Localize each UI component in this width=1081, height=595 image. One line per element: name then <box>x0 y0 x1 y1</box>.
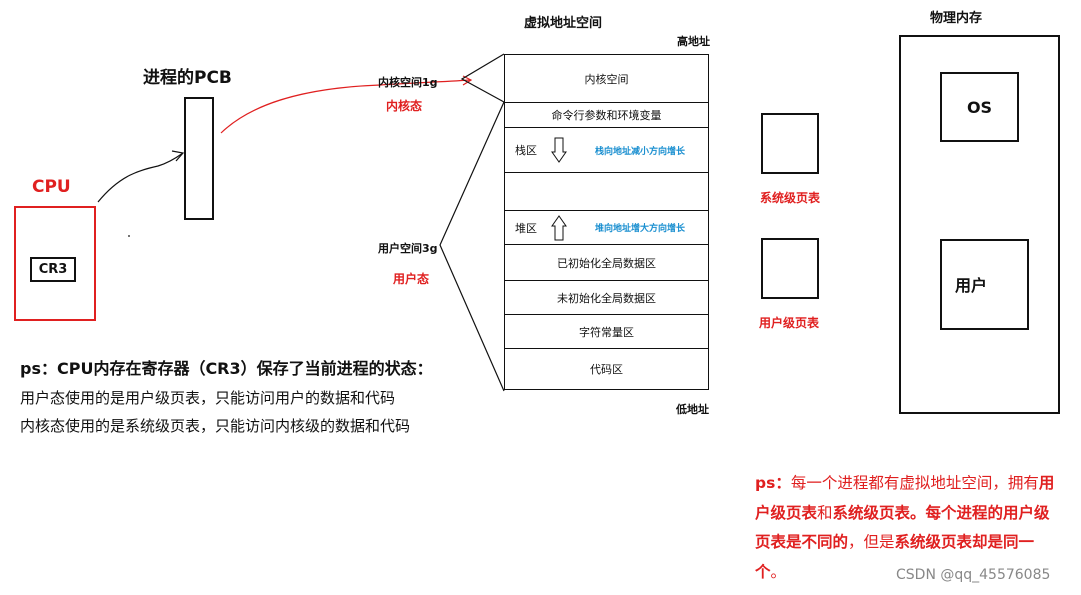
kernel-space-label: 内核空间1g <box>378 76 438 89</box>
cpu-label: CPU <box>32 177 71 197</box>
user-space-label: 用户空间3g <box>378 242 438 255</box>
system-page-table-box <box>761 113 819 174</box>
pcb-to-kernel-arrow <box>220 79 471 134</box>
ps-text-5: ，但是 <box>848 533 895 551</box>
segment-cmdline-env: 命令行参数和环境变量 <box>505 103 708 128</box>
note-line-3: 内核态使用的是系统级页表，只能访问内核级的数据和代码 <box>20 417 411 435</box>
segment-data-init: 已初始化全局数据区 <box>505 245 708 281</box>
segment-bss: 未初始化全局数据区 <box>505 281 708 315</box>
va-space-title: 虚拟地址空间 <box>524 16 603 31</box>
cpu-to-pcb-arrow <box>97 152 184 203</box>
note-line-1: ps：CPU内存在寄存器（CR3）保存了当前进程的状态： <box>20 359 433 378</box>
segment-code: 代码区 <box>505 349 708 389</box>
ps-note: ps：每一个进程都有虚拟地址空间，拥有用户级页表和系统级页表。每个进程的用户级页… <box>755 469 1055 587</box>
ps-prefix: ps： <box>755 474 791 492</box>
segment-rodata: 字符常量区 <box>505 315 708 349</box>
segment-stack-label: 栈区 <box>515 144 537 157</box>
user-page-table-label: 用户级页表 <box>759 316 820 330</box>
down-arrow-icon <box>551 137 567 163</box>
user-page-table-box <box>761 238 819 299</box>
ps-text-1: 每一个进程都有虚拟地址空间，拥有 <box>790 474 1039 492</box>
user-region <box>940 239 1029 330</box>
ps-text-7: 。 <box>770 562 787 581</box>
segment-cmdline-env-label: 命令行参数和环境变量 <box>551 109 662 122</box>
physical-memory-box <box>899 35 1060 414</box>
ps-text-4: 系统级页表。每个进程的用户级页表是不同的 <box>755 503 1050 552</box>
pcb-label: 进程的PCB <box>143 68 232 88</box>
segment-heap-label: 堆区 <box>515 221 537 235</box>
segment-code-label: 代码区 <box>590 363 623 376</box>
pcb-box <box>184 97 214 220</box>
physical-memory-title: 物理内存 <box>930 11 983 26</box>
high-address-label: 高地址 <box>677 35 710 48</box>
cpu-box <box>14 206 96 321</box>
user-bracket <box>439 101 505 392</box>
user-mode-label: 用户态 <box>393 272 430 286</box>
kernel-bracket <box>460 53 505 103</box>
kernel-mode-label: 内核态 <box>386 99 423 113</box>
segment-stack: 栈区 栈向地址减小方向增长 <box>505 128 708 173</box>
segment-heap: 堆区 堆向地址增大方向增长 <box>505 211 708 245</box>
va-space-stack: 内核空间 命令行参数和环境变量 栈区 栈向地址减小方向增长 堆区 堆向地址增大方… <box>504 54 709 390</box>
stack-growth-note: 栈向地址减小方向增长 <box>595 146 686 157</box>
os-region: OS <box>940 72 1019 142</box>
low-address-label: 低地址 <box>676 403 709 416</box>
watermark: CSDN @qq_45576085 <box>896 567 1051 583</box>
segment-data-init-label: 已初始化全局数据区 <box>557 256 656 270</box>
segment-kernel: 内核空间 <box>505 55 708 103</box>
segment-gap <box>505 173 708 211</box>
ps-text-6: 系统级页表却是同一个 <box>755 533 1035 581</box>
segment-rodata-label: 字符常量区 <box>579 325 634 339</box>
system-page-table-label: 系统级页表 <box>760 191 821 205</box>
ps-text-3: 和 <box>817 503 833 522</box>
segment-kernel-label: 内核空间 <box>584 72 629 86</box>
user-region-label: 用户 <box>955 276 988 295</box>
segment-bss-label: 未初始化全局数据区 <box>557 291 656 305</box>
heap-growth-note: 堆向地址增大方向增长 <box>595 224 686 234</box>
up-arrow-icon <box>551 214 567 240</box>
ps-text-2: 用户级页表 <box>755 474 1055 522</box>
note-line-2: 用户态使用的是用户级页表，只能访问用户的数据和代码 <box>20 389 396 407</box>
cr3-register: CR3 <box>30 257 76 282</box>
